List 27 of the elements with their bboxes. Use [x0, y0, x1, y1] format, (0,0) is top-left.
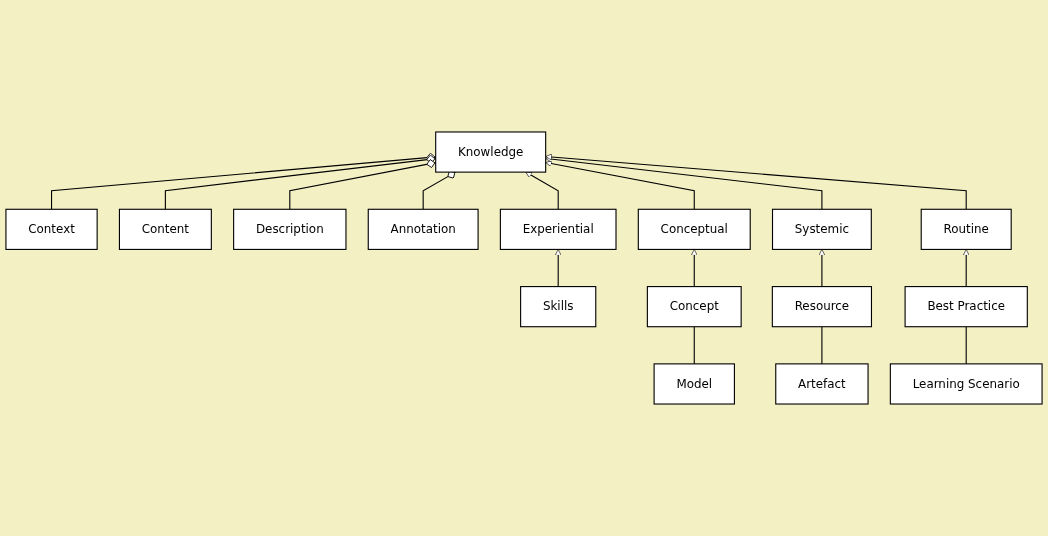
- node-box: Artefact: [775, 363, 869, 405]
- connector: [965, 326, 967, 365]
- node-box: Learning Scenario: [889, 363, 1043, 405]
- node-box: Systemic: [771, 208, 872, 250]
- node-box: Context: [5, 208, 98, 250]
- node-box: Best Practice: [904, 286, 1028, 328]
- node-box: Description: [233, 208, 347, 250]
- node-box: Concept: [646, 286, 742, 328]
- node-box: Content: [118, 208, 212, 250]
- arrow: [525, 171, 559, 210]
- node-box: Conceptual: [637, 208, 751, 250]
- node-box: Resource: [771, 286, 873, 328]
- node-box: Skills: [520, 286, 597, 328]
- arrow: [818, 249, 826, 288]
- node-box: Experiential: [499, 208, 617, 250]
- arrow: [554, 249, 562, 288]
- connector: [693, 326, 695, 365]
- connector: [821, 326, 823, 365]
- arrow: [545, 160, 695, 210]
- node-box: Routine: [920, 208, 1012, 250]
- node-box: Knowledge: [435, 131, 547, 173]
- arrow: [962, 249, 970, 288]
- arrow: [545, 155, 823, 210]
- arrow: [691, 249, 698, 288]
- node-box: Annotation: [367, 208, 479, 250]
- node-box: Model: [653, 363, 735, 405]
- arrow: [545, 153, 967, 210]
